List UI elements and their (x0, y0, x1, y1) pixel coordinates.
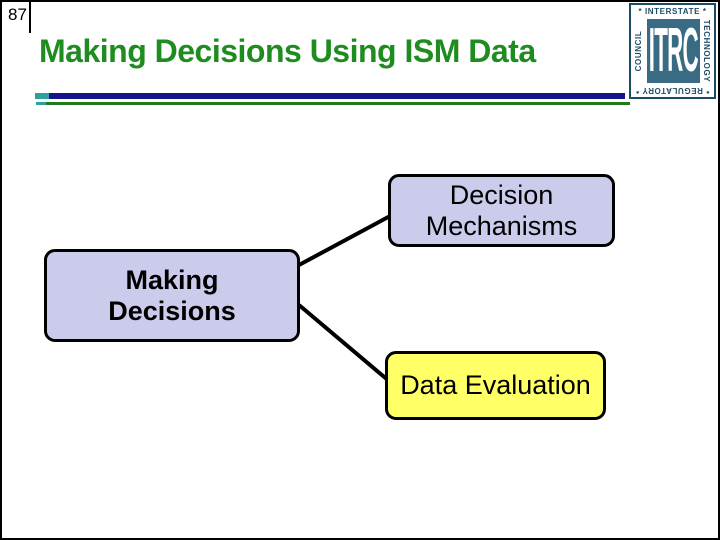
slide-number-box: 87 (2, 2, 31, 33)
node-data-evaluation: Data Evaluation (385, 351, 606, 420)
node-label-line: Mechanisms (425, 210, 578, 241)
node-decision-mechanisms: Decision Mechanisms (388, 174, 615, 247)
node-making-decisions: Making Decisions (44, 249, 300, 342)
node-label-line: Decisions (108, 295, 236, 326)
connector-making-to-evaluation (297, 303, 391, 383)
title-divider-navy (35, 93, 625, 99)
node-label-line: Decision (449, 180, 554, 211)
itrc-logo: * INTERSTATE * * REGULATORY * COUNCIL TE… (629, 3, 716, 99)
node-label-line: Making (125, 265, 219, 296)
logo-acronym-square: ITRC (647, 19, 700, 83)
title-divider-green (36, 102, 630, 105)
slide-number: 87 (8, 5, 27, 24)
logo-acronym: ITRC (648, 19, 699, 83)
connector-making-to-mechanisms (298, 213, 393, 267)
logo-text-interstate: * INTERSTATE * (638, 7, 707, 16)
page-title: Making Decisions Using ISM Data (39, 33, 536, 69)
node-label-line: Data Evaluation (400, 370, 591, 401)
